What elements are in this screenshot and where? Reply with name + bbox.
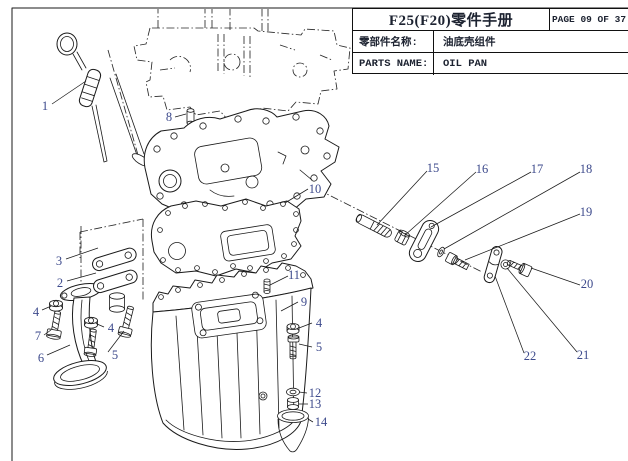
bolt-5-right [117, 305, 134, 338]
callout-4: 4 [315, 315, 323, 330]
flywheel-housing [143, 108, 340, 215]
spacer-bushing [109, 292, 125, 313]
title-block: F25(F20)零件手册 PAGE 09 OF 37 零部件名称: 油底壳组件 … [352, 8, 628, 75]
engine-block-phantom [133, 9, 351, 121]
callout-1: 1 [41, 98, 49, 113]
callout-10: 10 [308, 181, 322, 196]
bolt-20 [507, 259, 533, 278]
bolt-19 [445, 252, 470, 271]
dipstick [56, 32, 108, 163]
callout-6: 6 [37, 350, 45, 365]
part-name-en-value: OIL PAN [443, 58, 488, 70]
callout-5: 5 [315, 339, 323, 354]
drain-plug-parts [277, 387, 309, 453]
callout-11: 11 [287, 267, 301, 282]
callout-21: 21 [576, 347, 590, 362]
drain-boot [277, 409, 309, 453]
callout-19: 19 [579, 204, 593, 219]
callout-20: 20 [580, 276, 594, 291]
callout-7: 7 [34, 328, 42, 343]
callout-13: 13 [308, 396, 322, 411]
lever-22 [483, 246, 503, 284]
callout-9: 9 [300, 294, 308, 309]
bolt-5-mid [83, 328, 98, 357]
part-name-cn-value: 油底壳组件 [443, 37, 496, 49]
callout-14: 14 [314, 414, 328, 429]
callout-2: 2 [56, 275, 64, 290]
washer-18 [437, 246, 445, 258]
part-name-en-row: PARTS NAME: OIL PAN [353, 53, 628, 75]
callout-16: 16 [475, 161, 489, 176]
brackets [92, 247, 138, 313]
fasteners-left [46, 299, 134, 357]
callout-5: 5 [111, 347, 119, 362]
parts-chain-right [355, 213, 533, 284]
nut-16 [394, 229, 411, 246]
callout-8: 8 [165, 109, 173, 124]
bracket-17 [408, 219, 440, 263]
callout-3: 3 [55, 253, 63, 268]
callout-12: 12 [308, 385, 322, 400]
callout-18: 18 [579, 161, 593, 176]
pin-15 [355, 213, 392, 238]
part-name-en-label: PARTS NAME: [353, 53, 434, 75]
bolt-7 [46, 310, 62, 340]
callout-22: 22 [523, 348, 537, 363]
fasteners-pan-right [286, 323, 300, 360]
nut-4-right [286, 323, 300, 335]
oil-pan-gasket [150, 198, 302, 277]
leader-lines [41, 80, 581, 423]
page-indicator: PAGE 09 OF 37 [551, 14, 627, 25]
callout-4: 4 [32, 304, 40, 319]
oil-pan [150, 262, 314, 450]
callout-17: 17 [530, 161, 544, 176]
nut-4-mid [84, 316, 98, 329]
title-row: F25(F20)零件手册 PAGE 09 OF 37 [353, 9, 628, 31]
callout-15: 15 [426, 160, 440, 175]
manual-title: F25(F20)零件手册 [353, 9, 550, 30]
part-name-cn-label: 零部件名称: [353, 31, 434, 52]
callout-4: 4 [107, 320, 115, 335]
washer-21 [500, 259, 511, 270]
part-name-cn-row: 零部件名称: 油底壳组件 [353, 31, 628, 53]
pin-11 [263, 278, 271, 294]
nut-4-left [49, 299, 63, 312]
bolt-5-pan [287, 334, 300, 360]
